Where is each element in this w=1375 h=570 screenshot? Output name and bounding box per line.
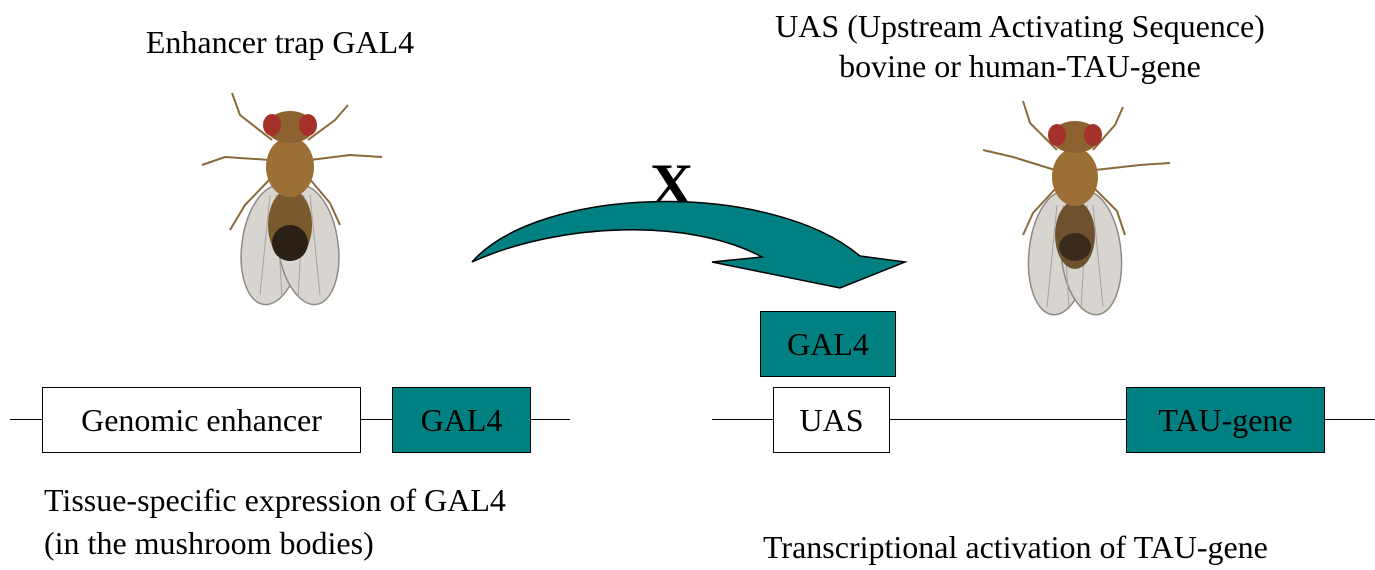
uas-label: UAS: [799, 401, 864, 438]
right-dna-line-end: [1324, 419, 1375, 420]
left-heading: Enhancer trap GAL4: [145, 24, 415, 60]
left-dna-line-start: [10, 419, 43, 420]
right-heading-line1: UAS (Upstream Activating Sequence): [775, 8, 1265, 44]
right-heading-line2: bovine or human-TAU-gene: [839, 48, 1201, 84]
tau-gene-label: TAU-gene: [1158, 401, 1293, 438]
left-caption-line1: Tissue-specific expression of GAL4: [44, 482, 506, 518]
right-caption: Transcriptional activation of TAU-gene: [763, 529, 1268, 565]
genomic-enhancer-box: Genomic enhancer: [42, 387, 361, 453]
right-fly-icon: [982, 100, 1171, 316]
genomic-enhancer-label: Genomic enhancer: [81, 401, 322, 438]
left-fly-icon: [201, 92, 383, 306]
bound-gal4-label: GAL4: [787, 325, 869, 362]
bound-gal4-box: GAL4: [760, 311, 896, 377]
left-caption-line2: (in the mushroom bodies): [44, 525, 374, 561]
tau-gene-box: TAU-gene: [1126, 387, 1325, 453]
left-gal4-box: GAL4: [392, 387, 531, 453]
left-dna-line-mid: [360, 419, 393, 420]
uas-box: UAS: [773, 387, 890, 453]
left-gal4-label: GAL4: [420, 401, 503, 438]
left-dna-line-end: [530, 419, 570, 420]
right-dna-line-mid: [889, 419, 1127, 420]
right-dna-line-start: [712, 419, 774, 420]
